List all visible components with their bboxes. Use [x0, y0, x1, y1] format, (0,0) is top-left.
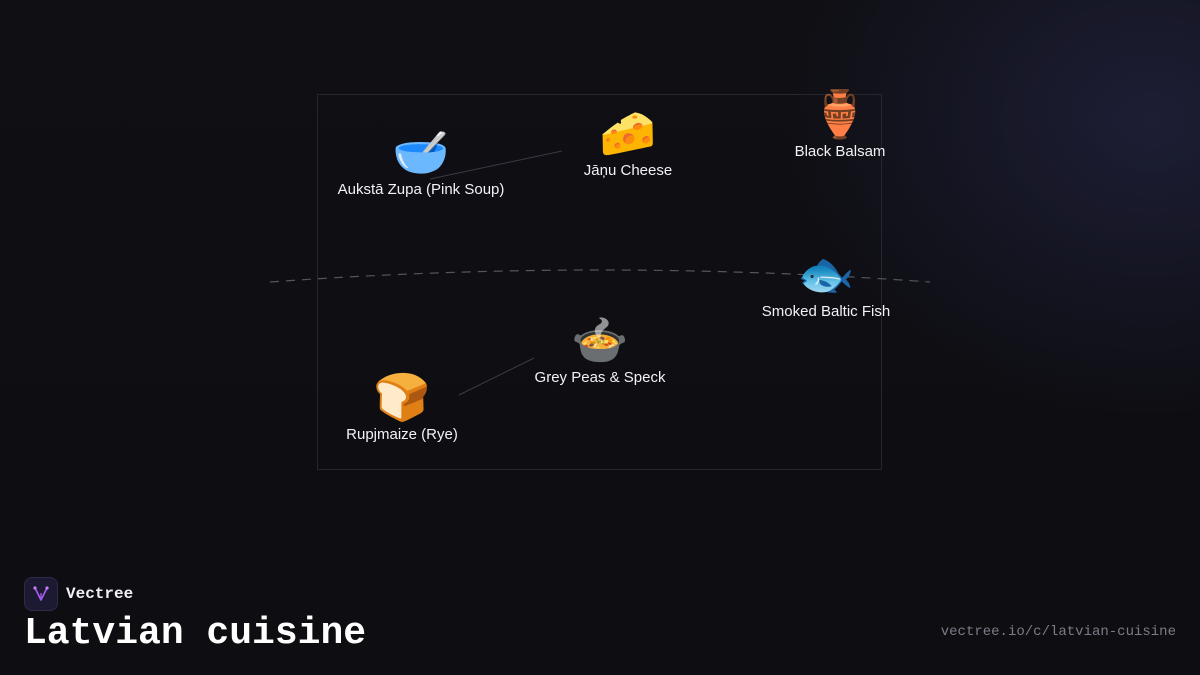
node-label: Aukstā Zupa (Pink Soup) — [337, 181, 505, 198]
node-label: Jāņu Cheese — [583, 162, 673, 179]
divider-curve — [269, 269, 931, 283]
brand-name: Vectree — [66, 585, 134, 603]
diagram-frame — [317, 94, 882, 470]
node-label: Smoked Baltic Fish — [761, 303, 891, 320]
page-title: Latvian cuisine — [24, 612, 367, 655]
node-rupjmaize[interactable]: 🍞 Rupjmaize (Rye) — [346, 372, 458, 443]
bowl-icon: 🥣 — [392, 125, 450, 179]
vectree-logo-icon — [24, 577, 58, 611]
node-janu-cheese[interactable]: 🧀 Jāņu Cheese — [584, 108, 672, 179]
page-url[interactable]: vectree.io/c/latvian-cuisine — [940, 624, 1176, 640]
link-rye-peas — [458, 357, 535, 396]
cheese-icon: 🧀 — [599, 106, 657, 160]
bread-icon: 🍞 — [373, 370, 431, 424]
node-label: Rupjmaize (Rye) — [346, 426, 458, 443]
pot-of-food-icon: 🍲 — [571, 313, 629, 367]
node-pink-soup[interactable]: 🥣 Aukstā Zupa (Pink Soup) — [338, 127, 505, 198]
node-grey-peas[interactable]: 🍲 Grey Peas & Speck — [535, 315, 666, 386]
amphora-icon: 🏺 — [811, 87, 869, 141]
link-soup-cheese — [429, 150, 563, 180]
node-smoked-fish[interactable]: 🐟 Smoked Baltic Fish — [762, 249, 890, 320]
node-label: Black Balsam — [794, 143, 886, 160]
brand[interactable]: Vectree — [24, 577, 133, 611]
fish-icon: 🐟 — [797, 247, 855, 301]
node-black-balsam[interactable]: 🏺 Black Balsam — [795, 89, 886, 160]
node-label: Grey Peas & Speck — [534, 369, 666, 386]
